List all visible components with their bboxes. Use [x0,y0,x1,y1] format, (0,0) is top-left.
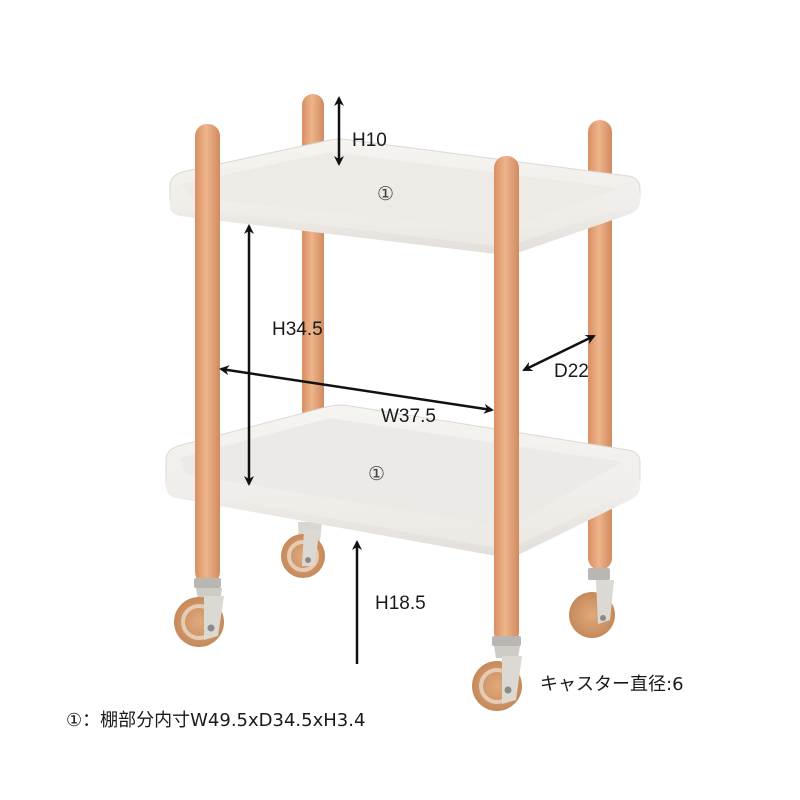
top-shelf [169,138,641,255]
bottom-shelf-marker: ① [368,463,386,485]
caster-front-left [174,588,224,647]
front-right-leg [492,156,521,646]
caster-back-right [569,568,615,638]
label-h10: H10 [352,130,387,151]
label-d22: D22 [554,361,589,382]
label-w37-5: W37.5 [381,406,436,427]
top-shelf-marker: ① [377,183,395,205]
front-left-leg [194,124,221,588]
shelf-inner-dimensions-note: ①：棚部分内寸W49.5xD34.5xH3.4 [66,710,366,731]
caster-back-left [281,522,325,578]
arrow-d22 [522,334,596,372]
arrow-w37-5 [219,365,494,414]
label-h18-5: H18.5 [375,593,426,614]
bottom-shelf [165,404,641,557]
label-h34-5: H34.5 [272,319,323,340]
caster-front-right [472,646,522,711]
caster-diameter-note: キャスター直径:6 [540,674,684,695]
